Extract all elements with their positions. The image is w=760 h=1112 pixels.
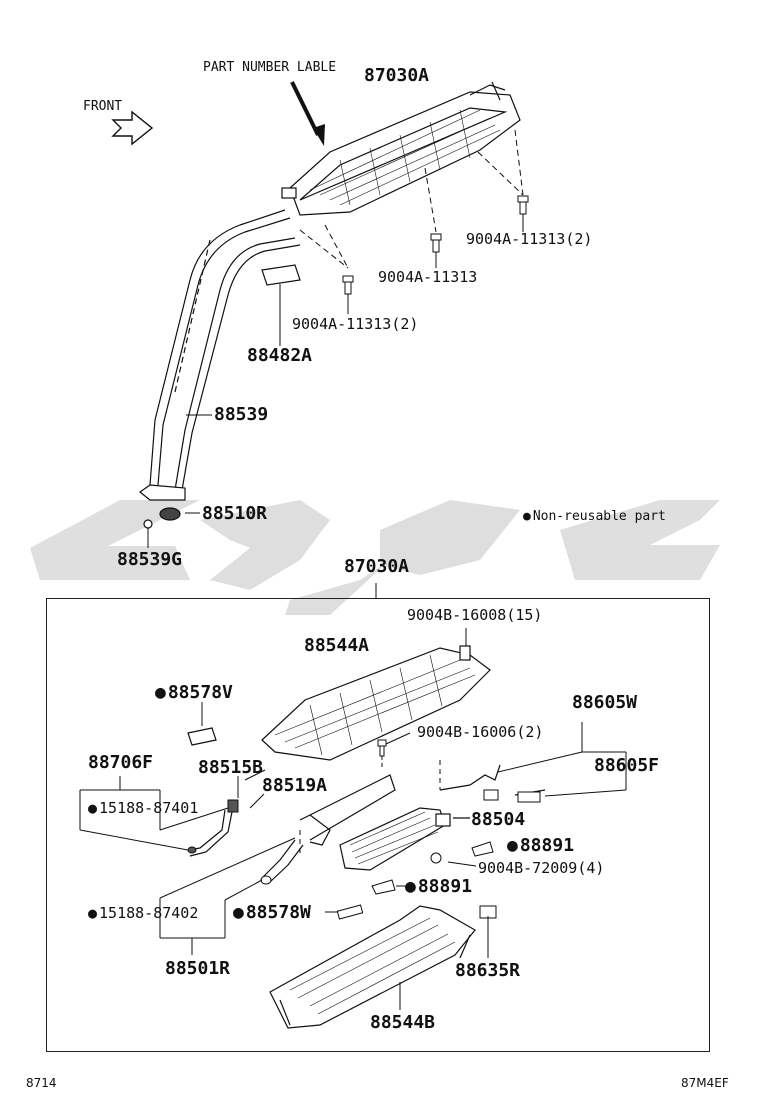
part-88482a[interactable]: 88482A [247,345,313,366]
part-9004b-16008[interactable]: 9004B-16008(15) [407,606,543,624]
pad-88482a-icon [261,264,301,286]
part-88504[interactable]: 88504 [471,809,526,830]
part-9004b-72009[interactable]: 9004B-72009(4) [478,859,605,877]
part-88635r[interactable]: 88635R [455,960,521,981]
part-87030a-upper[interactable]: 87030A [364,65,430,86]
part-88539g[interactable]: 88539G [117,549,183,570]
page-code: 8714 [26,1076,57,1090]
part-88706f[interactable]: 88706F [88,752,154,773]
non-reusable-legend: Non-reusable part [523,510,666,523]
part-88519a[interactable]: 88519A [262,775,328,796]
bracket-88510r-icon [138,484,186,529]
part-15188-87401[interactable]: 15188-87401 [88,801,198,816]
pad-88578v-icon [187,727,217,746]
part-88544a[interactable]: 88544A [304,635,370,656]
figure-code: 87M4EF [681,1076,729,1090]
part-88510r[interactable]: 88510R [202,503,268,524]
part-88539[interactable]: 88539 [214,404,269,425]
part-88578w[interactable]: 88578W [233,904,311,922]
part-9004a-11313-left[interactable]: 9004A-11313(2) [292,315,419,333]
part-88605f[interactable]: 88605F [594,755,660,776]
part-9004a-11313-right[interactable]: 9004A-11313(2) [466,230,593,248]
evaporator-88504 [339,807,470,871]
valve-icons [187,789,541,920]
part-88891-lower[interactable]: 88891 [405,878,472,896]
part-88605w[interactable]: 88605W [572,692,638,713]
part-9004a-11313-mid[interactable]: 9004A-11313 [378,268,478,286]
part-15188-87402[interactable]: 15188-87402 [88,906,198,921]
upper-case-88544a [261,645,491,761]
part-88544b[interactable]: 88544B [370,1012,436,1033]
lower-case-88544b [269,905,476,1029]
front-label: FRONT [83,99,123,114]
part-88501r[interactable]: 88501R [165,958,231,979]
part-88515b[interactable]: 88515B [198,757,264,778]
upper-ac-unit [281,81,521,216]
part-87030a-lower[interactable]: 87030A [344,556,410,577]
bolt-icons [342,195,529,295]
part-88891-upper[interactable]: 88891 [507,837,574,855]
part-number-label-note: PART NUMBER LABLE [203,60,337,75]
front-arrow-icon [111,110,154,146]
pipe-88539 [149,209,301,491]
lower-assembly-frame [46,598,710,1052]
part-88578v[interactable]: 88578V [155,684,233,702]
part-9004b-16006[interactable]: 9004B-16006(2) [417,723,544,741]
